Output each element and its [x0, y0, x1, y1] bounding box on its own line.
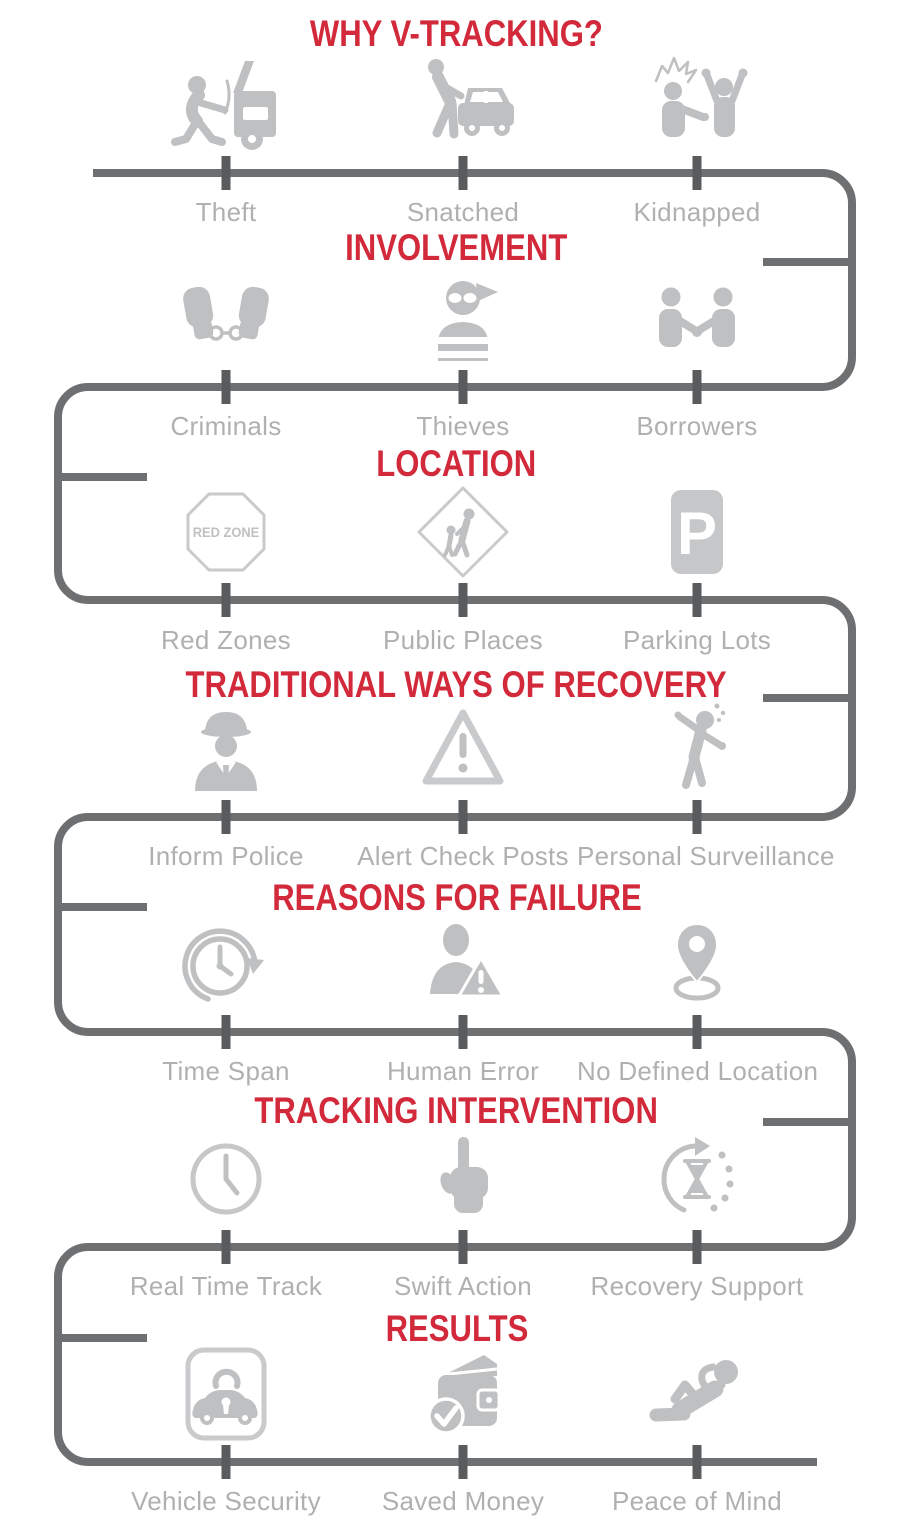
- parking-sign-icon: P: [642, 482, 752, 582]
- item-label-swift-action: Swift Action: [394, 1271, 532, 1301]
- red-zone-sign-text: RED ZONE: [193, 525, 260, 541]
- item-label-public-places: Public Places: [383, 625, 543, 655]
- burglar-icon: [408, 269, 518, 369]
- item-label-kidnapped: Kidnapped: [633, 197, 761, 227]
- section-title-location: LOCATION: [376, 443, 537, 484]
- handcuffed-fists-icon: [171, 269, 281, 369]
- item-label-peace-of-mind: Peace of Mind: [611, 1486, 783, 1516]
- person-warning-icon: [408, 914, 518, 1014]
- hourglass-refresh-icon: [642, 1129, 752, 1229]
- section-title-traditional-ways: TRADITIONAL WAYS OF RECOVERY: [185, 664, 728, 705]
- clock-time-loop-icon: [171, 914, 281, 1014]
- section-title-involvement: INVOLVEMENT: [345, 227, 568, 268]
- section-title-reasons-for-failure: REASONS FOR FAILURE: [271, 877, 642, 918]
- item-label-theft: Theft: [195, 197, 257, 227]
- police-officer-icon: [171, 699, 281, 799]
- pedestrian-crossing-sign-icon: [408, 482, 518, 582]
- location-pin-icon: [642, 914, 752, 1014]
- item-label-thieves: Thieves: [416, 411, 510, 441]
- car-lock-icon: [171, 1344, 281, 1444]
- item-label-no-defined-location: No Defined Location: [577, 1056, 819, 1086]
- red-zone-sign-icon: RED ZONE: [171, 482, 281, 582]
- timeline-ticks: [221, 156, 702, 1479]
- wallet-check-icon: [408, 1344, 518, 1444]
- item-label-borrowers: Borrowers: [636, 411, 758, 441]
- parking-sign-text: P: [677, 500, 717, 567]
- section-title-why-v-tracking: WHY V-TRACKING?: [310, 13, 603, 54]
- item-label-time-span: Time Span: [162, 1056, 290, 1086]
- item-label-real-time-track: Real Time Track: [129, 1271, 323, 1301]
- item-label-red-zones: Red Zones: [161, 625, 291, 655]
- item-label-snatched: Snatched: [406, 197, 520, 227]
- warning-triangle-icon: [408, 699, 518, 799]
- handshake-people-icon: [642, 269, 752, 369]
- section-title-results: RESULTS: [385, 1308, 528, 1349]
- lookout-person-icon: [642, 699, 752, 799]
- car-snatch-icon: [408, 55, 518, 155]
- relaxing-person-icon: [642, 1344, 752, 1444]
- item-label-saved-money: Saved Money: [381, 1486, 545, 1516]
- item-label-recovery-support: Recovery Support: [590, 1271, 804, 1301]
- item-label-alert-check-posts: Alert Check Posts: [357, 841, 569, 871]
- kidnap-holdup-icon: [642, 55, 752, 155]
- item-label-inform-police: Inform Police: [148, 841, 304, 871]
- item-label-parking-lots: Parking Lots: [622, 625, 772, 655]
- section-title-tracking-intervention: TRACKING INTERVENTION: [254, 1090, 659, 1131]
- item-label-personal-surveillance: Personal Surveillance: [577, 841, 835, 871]
- title-stub-lines: [58, 258, 852, 1342]
- car-break-in-icon: [171, 55, 281, 155]
- item-label-vehicle-security: Vehicle Security: [131, 1486, 321, 1516]
- item-label-criminals: Criminals: [170, 411, 282, 441]
- item-label-human-error: Human Error: [386, 1056, 540, 1086]
- clock-outline-icon: [171, 1129, 281, 1229]
- pointing-hand-icon: [408, 1129, 518, 1229]
